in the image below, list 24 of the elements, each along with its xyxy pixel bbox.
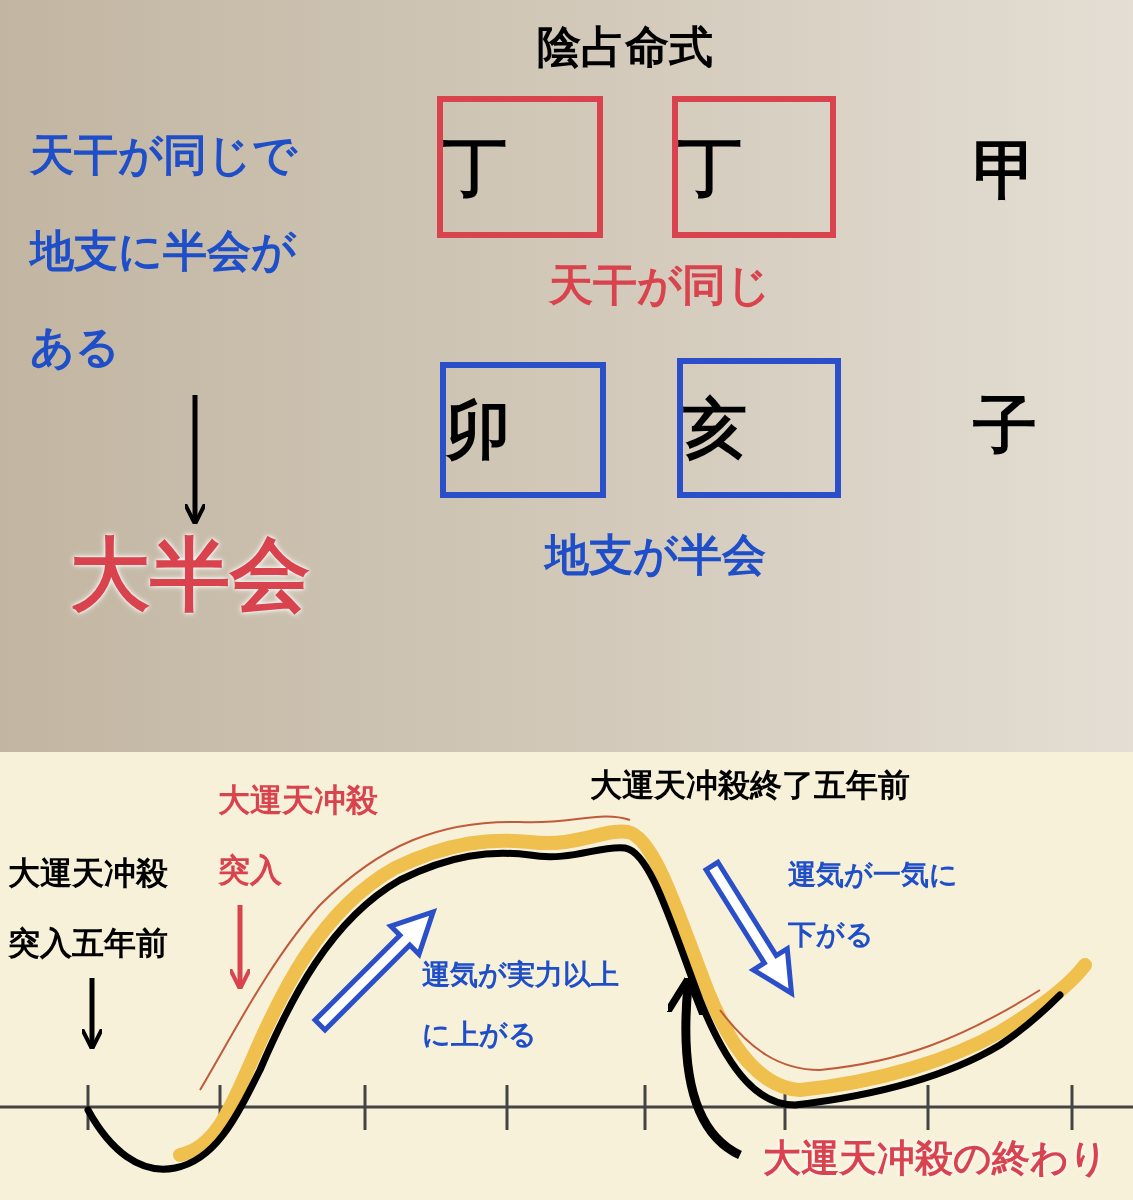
glyph-text: 丁 (443, 129, 508, 206)
note-text: 天干が同じで地支に半会がある (30, 128, 299, 374)
arrow (80, 978, 104, 1051)
stem-text: 甲 (972, 132, 1038, 209)
annotation-text: 天干が同じ (547, 258, 772, 312)
annotation-text: 運気が一気に下がる (788, 857, 959, 953)
event-text: 大運天冲殺突入五年前 (8, 853, 169, 964)
annotation-text: 地支が半会 (542, 528, 767, 582)
branch-box (440, 362, 606, 498)
stem-box (672, 96, 836, 238)
result-text: 大半会 (69, 527, 311, 623)
stem-box (437, 96, 603, 238)
branch-box (677, 358, 841, 498)
annotation-text: 運気が実力以上に上がる (422, 957, 620, 1053)
arrow (183, 395, 207, 526)
event-text: 大運天冲殺終了五年前 (589, 765, 911, 806)
glyph-text: 丁 (678, 129, 743, 206)
branch-text: 子 (972, 387, 1038, 464)
title-text: 陰占命式 (536, 20, 714, 74)
event-text: 大運天冲殺の終わり (761, 1135, 1109, 1182)
event-text: 大運天冲殺突入 (218, 780, 379, 891)
glyph-text: 卯 (446, 392, 511, 469)
arrow (228, 905, 252, 991)
glyph-text: 亥 (683, 390, 748, 467)
